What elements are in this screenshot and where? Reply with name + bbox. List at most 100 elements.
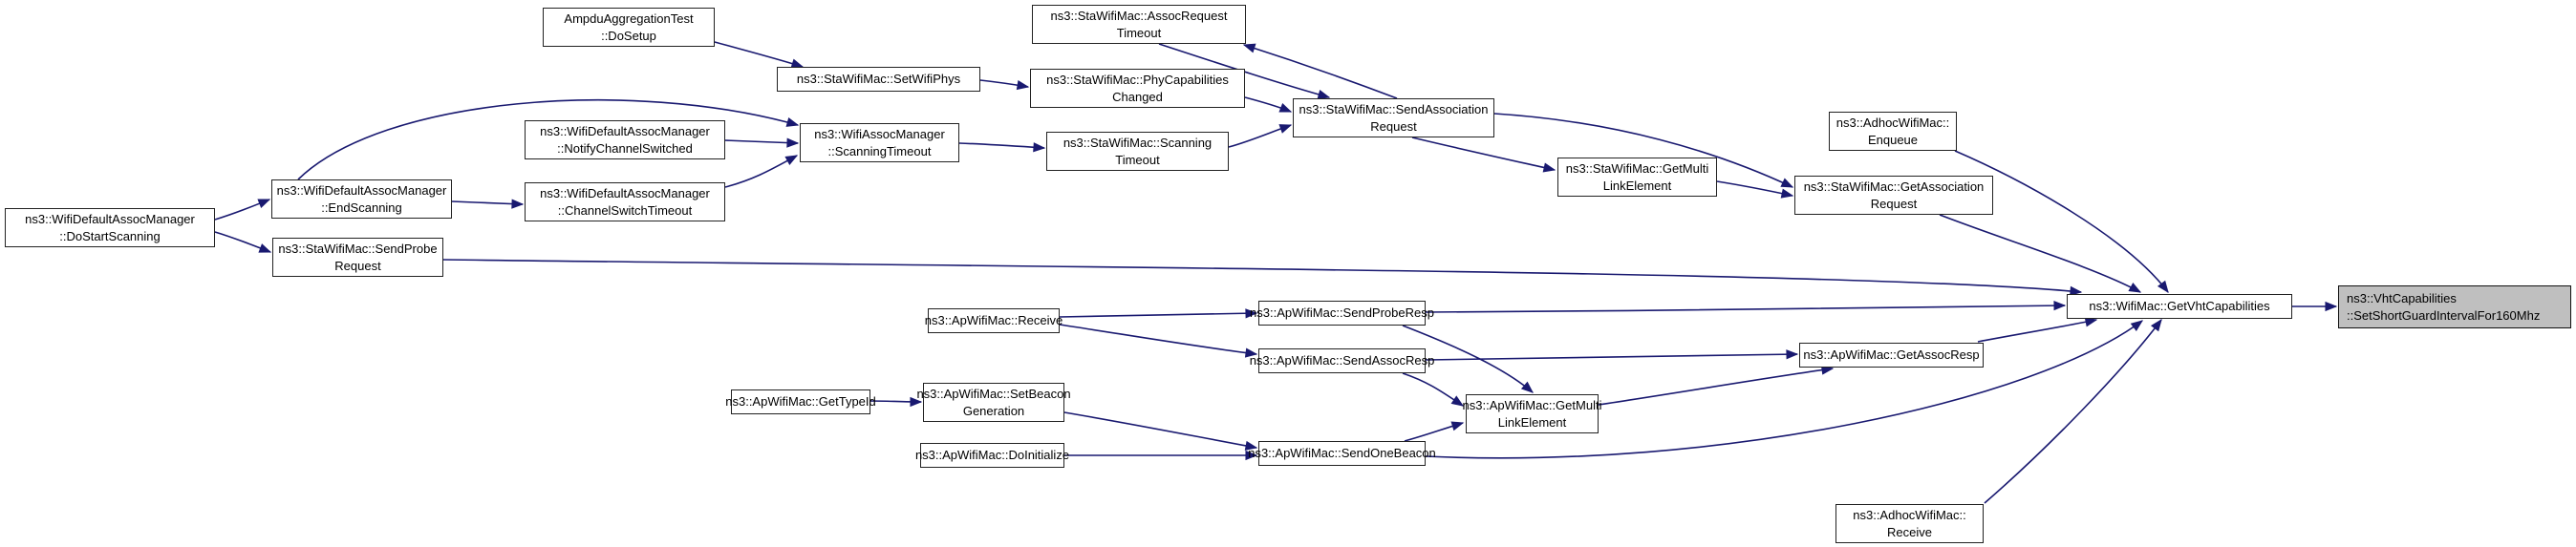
call-edge-ap-sendonebeacon--wifimac-getvhtcaps: [1425, 320, 2144, 459]
graph-node-ap-sendonebeacon[interactable]: ns3::ApWifiMac::SendOneBeacon: [1248, 441, 1436, 466]
call-edge-wdam-dostartscanning--wdam-endscanning: [214, 199, 271, 221]
node-label-line: ns3::WifiDefaultAssocManager: [540, 124, 710, 139]
node-label-line: Timeout: [1115, 152, 1160, 167]
call-edge-wdam-endscanning--wam-scanningtimeout: [297, 99, 800, 180]
node-label-line: ns3::WifiDefaultAssocManager: [540, 186, 710, 201]
call-edge-sta-phycapschanged--sta-sendassocreq: [1244, 96, 1293, 113]
call-edge-ap-receive--ap-sendassocresp: [1059, 324, 1258, 358]
call-edge-ap-getassocresp--wifimac-getvhtcaps: [1977, 317, 2098, 343]
graph-node-ap-sendproberesp[interactable]: ns3::ApWifiMac::SendProbeResp: [1250, 301, 1434, 326]
graph-node-adhoc-receive[interactable]: ns3::AdhocWifiMac::Receive: [1835, 504, 1984, 543]
node-label-line: ns3::VhtCapabilities: [2347, 291, 2457, 306]
node-label-line: LinkElement: [1497, 414, 1567, 430]
graph-node-wifimac-getvhtcaps[interactable]: ns3::WifiMac::GetVhtCapabilities: [2067, 294, 2292, 319]
node-label-line: ns3::StaWifiMac::SetWifiPhys: [796, 72, 961, 87]
call-edge-sta-getassocrequest--wifimac-getvhtcaps: [1939, 214, 2142, 293]
node-label-line: ::DoSetup: [601, 28, 656, 43]
call-edge-wdam-dostartscanning--sta-sendprobereq: [214, 231, 272, 253]
graph-node-ampdu-dosetup[interactable]: AmpduAggregationTest::DoSetup: [543, 8, 715, 47]
call-edge-sta-setwifiphys--sta-phycapschanged: [979, 79, 1030, 91]
call-edge-sta-sendassocreq--sta-getmultilinkelement: [1411, 137, 1556, 173]
node-label-line: ns3::StaWifiMac::SendProbe: [278, 242, 438, 257]
graph-node-ap-sendassocresp[interactable]: ns3::ApWifiMac::SendAssocResp: [1250, 348, 1434, 373]
node-label-line: LinkElement: [1602, 178, 1672, 193]
node-label-line: ns3::StaWifiMac::PhyCapabilities: [1046, 73, 1229, 88]
node-label-line: ::SetShortGuardIntervalFor160Mhz: [2347, 307, 2541, 323]
graph-node-wam-scanningtimeout[interactable]: ns3::WifiAssocManager::ScanningTimeout: [800, 123, 959, 162]
graph-node-ap-receive[interactable]: ns3::ApWifiMac::Receive: [924, 308, 1063, 333]
node-label-line: Request: [334, 258, 381, 273]
call-edge-adhoc-enqueue--wifimac-getvhtcaps: [1954, 150, 2169, 294]
node-label-line: ns3::ApWifiMac::SendAssocResp: [1249, 353, 1435, 368]
node-label-line: ns3::ApWifiMac::GetTypeId: [725, 394, 876, 410]
call-edge-ampdu-dosetup--sta-setwifiphys: [714, 41, 805, 69]
node-label-line: ::EndScanning: [321, 200, 402, 215]
graph-node-ap-gettypeid[interactable]: ns3::ApWifiMac::GetTypeId: [725, 389, 876, 414]
call-edge-sta-scanningtimeout--sta-sendassocreq: [1228, 124, 1293, 148]
node-label-line: Changed: [1112, 89, 1163, 104]
call-edge-ap-getmultilinkelement--ap-getassocresp: [1598, 365, 1835, 406]
graph-node-sta-setwifiphys[interactable]: ns3::StaWifiMac::SetWifiPhys: [777, 67, 980, 92]
node-label-line: AmpduAggregationTest: [564, 11, 694, 27]
node-label-line: ns3::StaWifiMac::SendAssociation: [1299, 102, 1489, 117]
call-edge-sta-getmultilinkelement--sta-getassocrequest: [1716, 180, 1794, 199]
node-label-line: ns3::AdhocWifiMac::: [1835, 116, 1950, 131]
graph-node-wdam-notifychannelswitched[interactable]: ns3::WifiDefaultAssocManager::NotifyChan…: [525, 120, 725, 159]
node-label-line: ns3::ApWifiMac::Receive: [924, 313, 1063, 328]
call-edge-wdam-notifychannelswitched--wam-scanningtimeout: [724, 137, 800, 148]
call-edge-wdam-endscanning--wdam-channelswitchtimeout: [451, 199, 525, 209]
node-label-line: ns3::StaWifiMac::Scanning: [1063, 136, 1213, 151]
node-label-line: Request: [1870, 196, 1918, 211]
call-edge-adhoc-receive--wifimac-getvhtcaps: [1984, 318, 2162, 504]
node-label-line: ns3::StaWifiMac::GetAssociation: [1803, 179, 1985, 195]
node-label-line: Generation: [962, 403, 1025, 418]
call-edge-sta-sendassocreq--sta-assocreqtimeout: [1242, 43, 1398, 99]
call-edge-ap-sendassocresp--ap-getmultilinkelement: [1402, 372, 1465, 407]
node-label-line: ns3::StaWifiMac::AssocRequest: [1050, 9, 1228, 24]
node-label-line: ns3::ApWifiMac::DoInitialize: [914, 448, 1070, 463]
node-label-line: Timeout: [1116, 25, 1162, 40]
call-edge-ap-sendonebeacon--ap-getmultilinkelement: [1404, 421, 1465, 442]
node-label-line: Enqueue: [1867, 132, 1919, 147]
node-label-line: ns3::WifiAssocManager: [814, 127, 945, 142]
call-edge-ap-setbeacongeneration--ap-sendonebeacon: [1063, 411, 1258, 451]
node-label-line: ns3::ApWifiMac::SendOneBeacon: [1248, 446, 1436, 461]
graph-node-wdam-endscanning[interactable]: ns3::WifiDefaultAssocManager::EndScannin…: [271, 179, 452, 219]
call-edge-sta-sendassocreq--sta-getassocrequest: [1493, 113, 1794, 188]
graph-node-vht-target: ns3::VhtCapabilities::SetShortGuardInter…: [2338, 285, 2571, 328]
node-label-line: ns3::ApWifiMac::SendProbeResp: [1250, 305, 1434, 321]
node-label-line: ::DoStartScanning: [59, 228, 161, 243]
node-label-line: ::ScanningTimeout: [827, 143, 932, 158]
node-label-line: ns3::ApWifiMac::SetBeacon: [916, 387, 1071, 402]
node-label-line: ns3::StaWifiMac::GetMulti: [1565, 161, 1709, 177]
node-label-line: ::NotifyChannelSwitched: [557, 140, 693, 156]
call-edge-ap-sendproberesp--wifimac-getvhtcaps: [1425, 301, 2067, 313]
graph-node-ap-getassocresp[interactable]: ns3::ApWifiMac::GetAssocResp: [1799, 343, 1984, 368]
call-edge-wdam-channelswitchtimeout--wam-scanningtimeout: [724, 155, 799, 188]
graph-node-wdam-dostartscanning[interactable]: ns3::WifiDefaultAssocManager::DoStartSca…: [5, 208, 215, 247]
graph-node-wdam-channelswitchtimeout[interactable]: ns3::WifiDefaultAssocManager::ChannelSwi…: [525, 182, 725, 221]
call-edge-sta-sendprobereq--wifimac-getvhtcaps: [442, 259, 2083, 296]
node-label-line: ns3::WifiMac::GetVhtCapabilities: [2089, 299, 2270, 314]
node-label-line: Receive: [1887, 524, 1932, 539]
node-label-line: ns3::WifiDefaultAssocManager: [25, 212, 195, 227]
node-label-line: ns3::AdhocWifiMac::: [1853, 508, 1966, 523]
graph-node-ap-doinitialize[interactable]: ns3::ApWifiMac::DoInitialize: [915, 443, 1069, 468]
node-label-line: ns3::WifiDefaultAssocManager: [276, 183, 447, 199]
graph-node-adhoc-enqueue[interactable]: ns3::AdhocWifiMac::Enqueue: [1829, 112, 1957, 151]
node-label-line: Request: [1370, 118, 1417, 134]
call-edge-ap-receive--ap-sendproberesp: [1059, 308, 1258, 319]
call-edge-sta-assocreqtimeout--sta-sendassocreq: [1158, 43, 1331, 99]
node-label-line: ns3::ApWifiMac::GetMulti: [1462, 398, 1602, 413]
